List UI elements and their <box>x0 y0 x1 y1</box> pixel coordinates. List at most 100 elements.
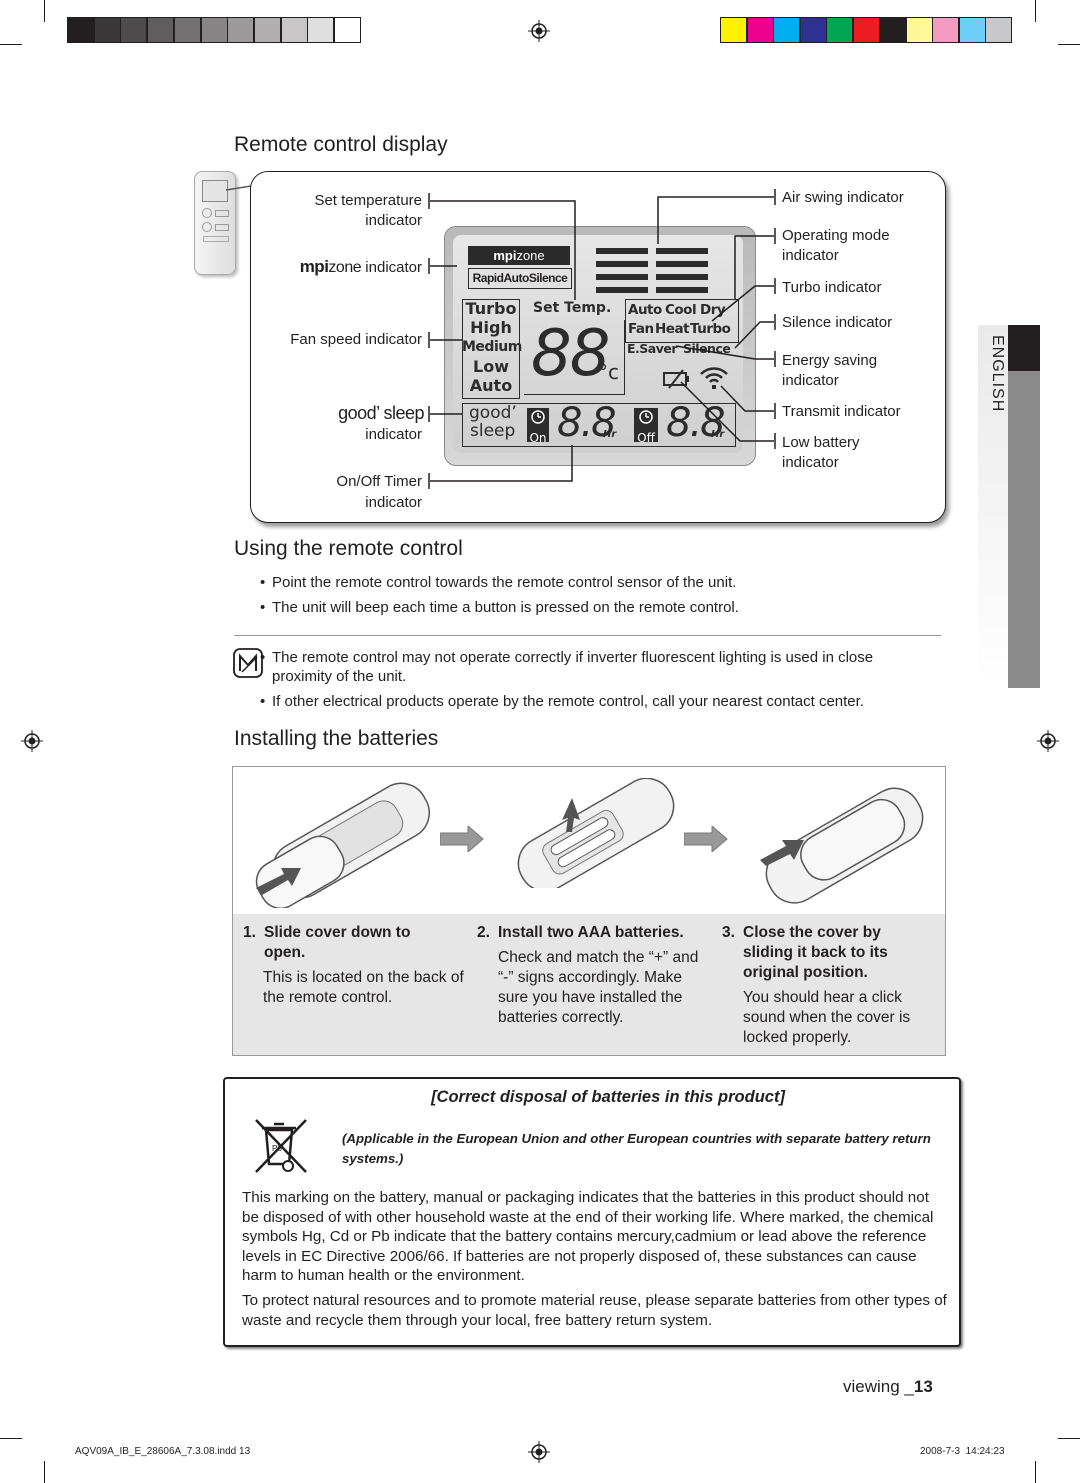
label-turbo: Turbo indicator <box>782 279 882 296</box>
step-1-title: 1. Slide cover down to open. <box>243 924 411 961</box>
lcd-off-block: Off <box>634 408 658 445</box>
lcd-fan-turbo: Turbo <box>465 299 517 318</box>
swing-bar <box>596 261 648 267</box>
disposal-paragraph-1: This marking on the battery, manual or p… <box>242 1189 934 1284</box>
section-title-using: Using the remote control <box>234 537 463 560</box>
gray-swatch <box>120 17 148 43</box>
gray-swatch <box>200 17 228 43</box>
gray-swatch <box>334 17 361 43</box>
registration-mark-icon <box>21 730 43 752</box>
lcd-off-hr: Hr <box>711 429 725 440</box>
label-mpizone: mpizone indicator <box>299 257 422 276</box>
lcd-on-hr: Hr <box>603 429 617 440</box>
disposal-box <box>223 1077 961 1347</box>
swing-bar <box>656 248 708 254</box>
arrow-right-icon <box>440 826 484 852</box>
label-transmit: Transmit indicator <box>782 403 901 420</box>
label-low-battery-2: indicator <box>782 454 839 471</box>
lcd-good: good’ <box>469 403 517 423</box>
using-bullet: The unit will beep each time a button is… <box>260 598 932 617</box>
lcd-on-block: On <box>527 408 549 445</box>
label-good-sleep-logo: good’ sleep <box>338 403 424 423</box>
note-bullet: If other electrical products operate by … <box>260 692 932 711</box>
swing-bar <box>596 274 648 280</box>
lcd-zone: zone <box>516 248 545 263</box>
remote-install-batteries-illustration <box>517 778 675 888</box>
page-label: viewing _ <box>843 1377 914 1396</box>
lcd-fan-low: Low <box>473 357 509 376</box>
note-icon <box>233 648 263 678</box>
disposal-applicable: (Applicable in the European Union and ot… <box>342 1131 931 1166</box>
transmit-icon <box>700 367 728 389</box>
lcd-mode-auto: Auto <box>628 302 662 318</box>
lcd-mode-turbo: Turbo <box>690 321 731 337</box>
step-3-body: You should hear a click sound when the c… <box>743 989 911 1046</box>
gray-swatch <box>280 17 308 43</box>
batteries-panel <box>232 766 946 1056</box>
label-set-temperature-2: indicator <box>365 212 422 229</box>
label-low-battery: Low battery <box>782 434 860 451</box>
step-2-body: Check and match the “+” and “-” signs ac… <box>498 949 699 1026</box>
lcd-lower-box <box>462 403 736 447</box>
label-onoff-timer: On/Off Timer <box>336 473 422 490</box>
crossed-bin-icon: Pb <box>255 1119 307 1173</box>
lcd-fan-medium: Medium <box>462 339 522 355</box>
color-swatch <box>985 17 1012 43</box>
registration-mark-icon <box>1037 730 1059 752</box>
lcd-rapid-box: RapidAutoSilence <box>468 268 572 289</box>
swing-bar <box>656 261 708 267</box>
zone-logo: zone <box>328 259 362 276</box>
gray-swatch <box>147 17 175 43</box>
color-swatch <box>958 17 986 43</box>
label-set-temperature: Set temperature <box>314 192 422 209</box>
registration-mark-icon <box>528 20 550 42</box>
lcd-fan-auto: Auto <box>469 376 513 395</box>
lcd-mode-heat: Heat <box>655 321 690 337</box>
lcd-fan-high: High <box>470 318 512 337</box>
label-good-sleep-indicator: indicator <box>365 426 422 443</box>
remote-open-cover-illustration <box>255 782 431 908</box>
label-operating-mode: Operating mode <box>782 227 890 244</box>
lcd-mode-esaver: E.Saver <box>627 341 678 356</box>
section-title-display: Remote control display <box>234 133 448 156</box>
step-1-body: This is located on the back of the remot… <box>263 969 464 1006</box>
color-swatch <box>879 17 906 43</box>
remote-close-cover-illustration <box>760 787 924 904</box>
page-footer: viewing _13 <box>843 1377 933 1397</box>
lcd-mode-silence: Silence <box>683 341 731 356</box>
low-battery-icon <box>663 369 689 389</box>
gray-swatch <box>173 17 201 43</box>
using-bullet: Point the remote control towards the rem… <box>260 573 932 592</box>
lcd-set-temp: Set Temp. <box>533 300 612 316</box>
arrow-right-icon <box>684 826 728 852</box>
label-energy-saving-2: indicator <box>782 372 839 389</box>
lcd-mode-dry: Dry <box>700 302 726 318</box>
swing-bar <box>656 274 708 280</box>
remote-thumbnail <box>194 171 236 275</box>
lcd-temp-box <box>524 320 625 395</box>
callout-leader-lines <box>428 189 776 489</box>
color-swatch <box>852 17 880 43</box>
gray-swatch <box>227 17 255 43</box>
label-onoff-timer-2: indicator <box>365 494 422 511</box>
lcd-temp-unit: °c <box>598 360 619 384</box>
color-swatch <box>773 17 800 43</box>
divider <box>234 635 941 636</box>
disposal-paragraph-2: To protect natural resources and to prom… <box>242 1292 947 1329</box>
swing-bar <box>596 248 648 254</box>
label-operating-mode-2: indicator <box>782 247 839 264</box>
step-3-title: 3. Close the cover by sliding it back to… <box>722 924 888 981</box>
gray-swatch <box>93 17 121 43</box>
disposal-title: [Correct disposal of batteries in this p… <box>431 1088 785 1106</box>
lcd-mpizone-badge: mpizone <box>468 246 570 265</box>
file-name: AQV09A_IB_E_28606A_7.3.08.indd 13 <box>75 1446 251 1457</box>
registration-mark-icon <box>528 1441 550 1463</box>
lcd-on-digits: 8.8 <box>557 400 617 446</box>
lcd-mode-box <box>625 299 739 343</box>
gray-swatch <box>67 17 94 43</box>
gray-swatch <box>253 17 281 43</box>
label-silence: Silence indicator <box>782 314 893 331</box>
section-title-batteries: Installing the batteries <box>234 727 439 750</box>
lcd-fan-speed-box <box>462 299 520 399</box>
step-2-title: 2. Install two AAA batteries. <box>477 924 684 941</box>
